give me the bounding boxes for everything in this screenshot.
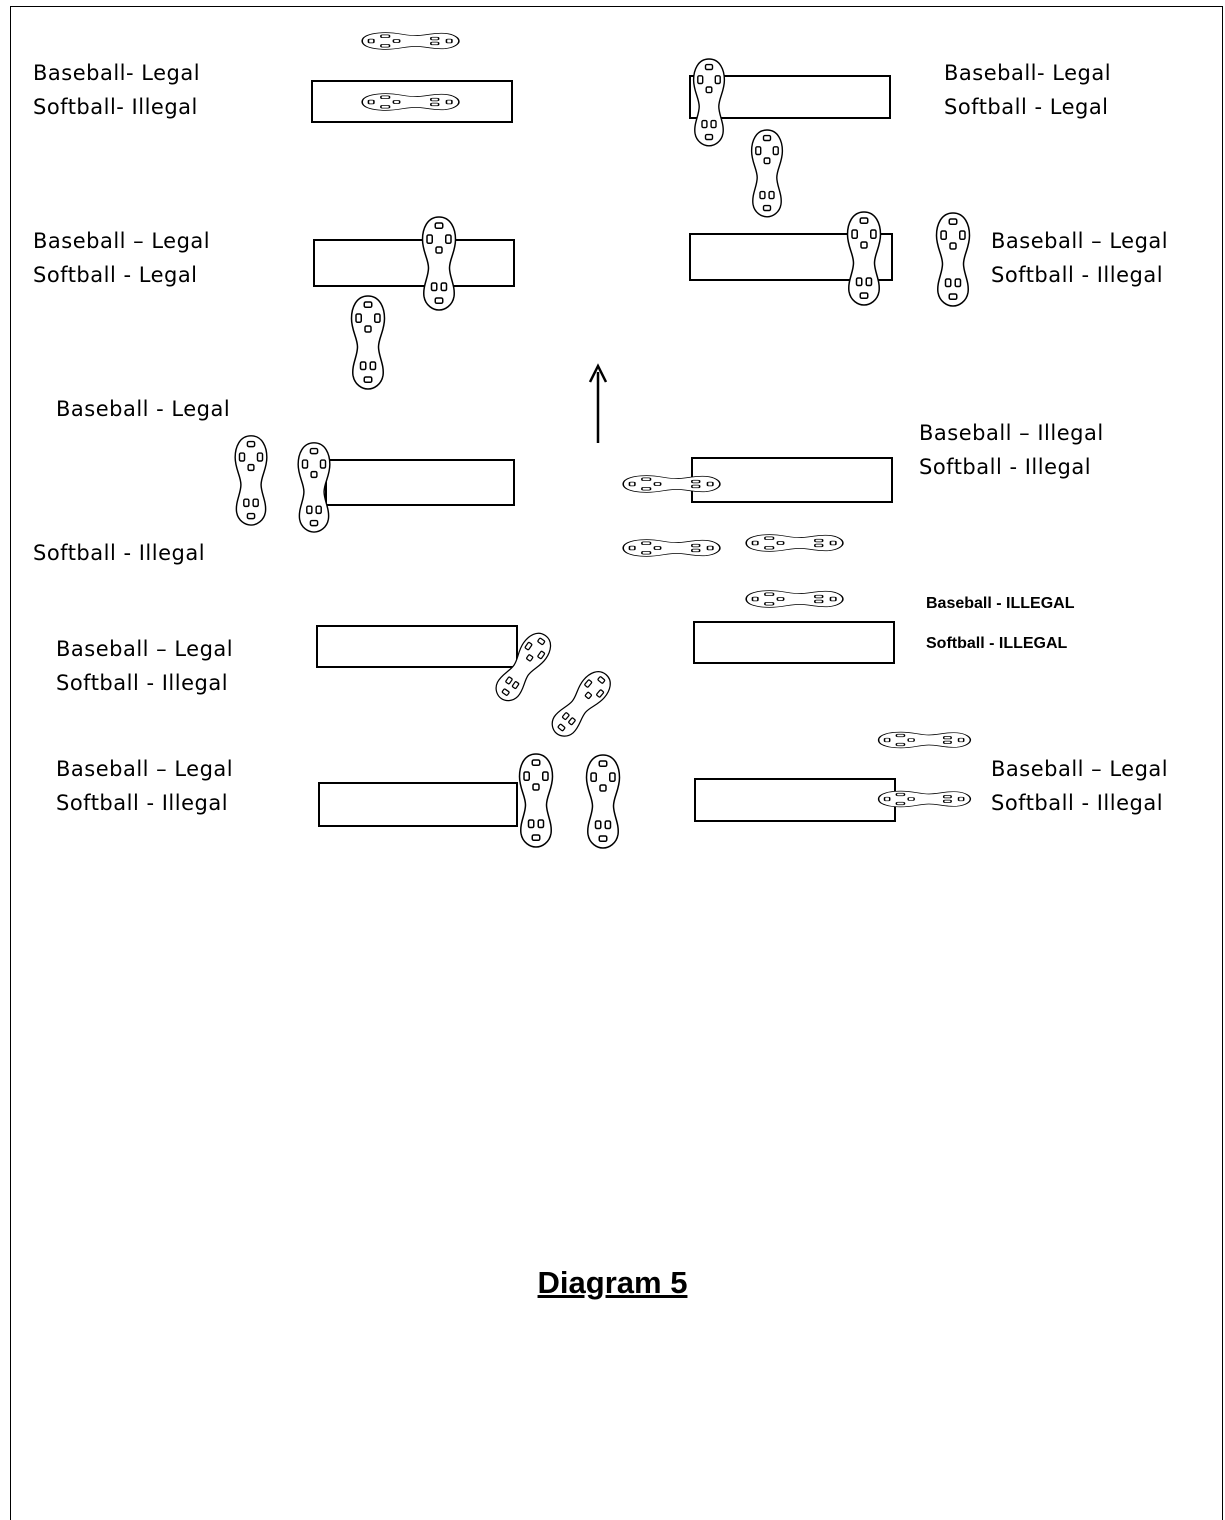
diagram-frame (10, 6, 1223, 1520)
foot-d4-b (935, 212, 971, 307)
foot-d6-a (622, 474, 721, 494)
label-d2-softball: Softball - Legal (944, 95, 1109, 119)
foot-d10-a (877, 731, 972, 749)
foot-d3-b (350, 295, 386, 390)
label-d9: Baseball – Legal Softball - Illegal (56, 752, 233, 820)
foot-d9-b (585, 754, 621, 849)
label-d8: Baseball – Legal Softball - Illegal (56, 632, 233, 700)
label-d7-softball: Softball - ILLEGAL (926, 635, 1068, 652)
foot-d10-b (877, 790, 972, 808)
foot-d1-a (361, 31, 460, 51)
label-d9-softball: Softball - Illegal (56, 791, 229, 815)
base-d8 (316, 625, 518, 668)
label-d10: Baseball – Legal Softball - Illegal (991, 752, 1168, 820)
label-d5-softball: Softball - Illegal (33, 541, 206, 565)
foot-d5-a (234, 435, 268, 526)
foot-d7-a (622, 538, 721, 558)
label-d1-baseball: Baseball- Legal (33, 61, 201, 85)
label-d3: Baseball – Legal Softball - Legal (33, 224, 210, 292)
base-d7 (693, 621, 895, 664)
label-d8-softball: Softball - Illegal (56, 671, 229, 695)
base-d3 (313, 239, 515, 287)
label-d10-baseball: Baseball – Legal (991, 757, 1169, 781)
up-arrow-icon (588, 363, 608, 443)
diagram-caption: Diagram 5 (537, 1265, 688, 1300)
foot-d7-b (745, 533, 844, 553)
foot-d2-a (692, 58, 726, 147)
label-d1: Baseball- Legal Softball- Illegal (33, 56, 200, 124)
label-d5-baseball: Baseball - Legal (56, 397, 231, 421)
foot-d1-b (361, 92, 460, 112)
label-d1-softball: Softball- Illegal (33, 95, 198, 119)
foot-d3-a (421, 216, 457, 311)
base-d4 (689, 233, 893, 281)
base-d2 (689, 75, 891, 119)
base-d5 (325, 459, 515, 506)
label-d3-baseball: Baseball – Legal (33, 229, 211, 253)
foot-d5-b (297, 442, 331, 533)
base-d10 (694, 778, 896, 822)
label-d2: Baseball- Legal Softball - Legal (944, 56, 1111, 124)
foot-d7-c (745, 589, 844, 609)
label-d8-baseball: Baseball – Legal (56, 637, 234, 661)
label-d4-baseball: Baseball – Legal (991, 229, 1169, 253)
label-d2-baseball: Baseball- Legal (944, 61, 1112, 85)
label-d6-baseball: Baseball – Illegal (919, 421, 1104, 445)
foot-d8-b (545, 665, 617, 743)
label-d4-softball: Softball - Illegal (991, 263, 1164, 287)
base-d9 (318, 782, 518, 827)
label-d4: Baseball – Legal Softball - Illegal (991, 224, 1168, 292)
label-d6-softball: Softball - Illegal (919, 455, 1092, 479)
base-d6 (691, 457, 893, 503)
base-d1 (311, 80, 513, 123)
foot-d9-a (518, 753, 554, 848)
label-d7-baseball: Baseball - ILLEGAL (926, 595, 1075, 612)
label-d3-softball: Softball - Legal (33, 263, 198, 287)
foot-d2-b (750, 129, 784, 218)
foot-d4-a (846, 211, 882, 306)
label-d6: Baseball – Illegal Softball - Illegal (919, 416, 1104, 484)
label-d10-softball: Softball - Illegal (991, 791, 1164, 815)
label-d9-baseball: Baseball – Legal (56, 757, 234, 781)
